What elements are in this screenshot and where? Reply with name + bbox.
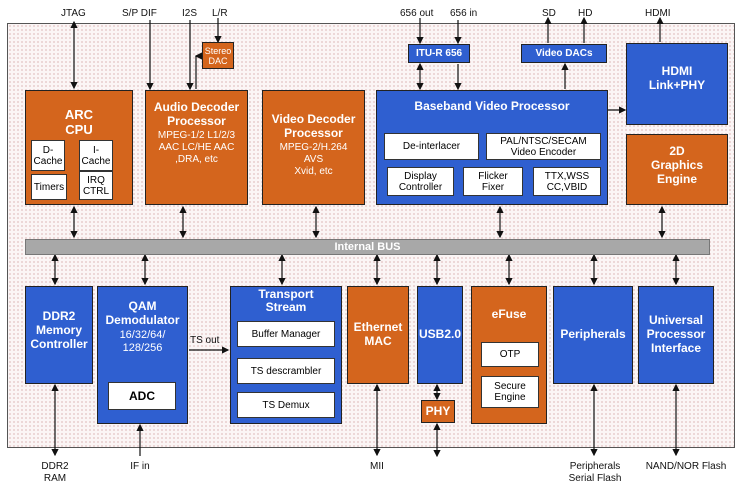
adc-block: ADC	[108, 382, 176, 410]
jtag-label: JTAG	[61, 8, 86, 19]
usb2-block: USB2.0	[417, 286, 463, 384]
lr-label: L/R	[212, 8, 228, 19]
universal-processor-interface-block: Universal Processor Interface	[638, 286, 714, 384]
hdmi-link-phy-block: HDMI Link+PHY	[626, 43, 728, 125]
peripherals-block: Peripherals	[553, 286, 633, 384]
flicker-fixer-block: Flicker Fixer	[463, 167, 523, 196]
hdmi-label: HDMI	[645, 8, 671, 19]
ts-descrambler-block: TS descrambler	[237, 358, 335, 384]
nand-nor-flash-label: NAND/NOR Flash	[645, 461, 727, 472]
transport-stream-block: Transport Stream Buffer Manager TS descr…	[230, 286, 342, 424]
video-codecs: MPEG-2/H.264 AVS Xvid, etc	[279, 142, 348, 177]
656-out-label: 656 out	[400, 8, 434, 19]
peripherals-serial-flash-label: Peripherals Serial Flash	[568, 461, 622, 484]
de-interlacer-block: De-interlacer	[384, 133, 479, 160]
stereo-dac-block: Stereo DAC	[202, 42, 234, 69]
secure-engine-block: Secure Engine	[481, 376, 539, 408]
ttx-wss-block: TTX,WSS CC,VBID	[533, 167, 601, 196]
arc-cpu-block: ARC CPU D- Cache I- Cache Timers IRQ CTR…	[25, 90, 133, 205]
transport-stream-title: Transport Stream	[258, 287, 314, 314]
2d-graphics-engine-block: 2D Graphics Engine	[626, 134, 728, 205]
baseband-video-processor-title: Baseband Video Processor	[414, 99, 570, 113]
baseband-video-processor-block: Baseband Video Processor De-interlacer P…	[376, 90, 608, 205]
arc-cpu-title: ARC CPU	[64, 107, 94, 137]
itu-r-656-block: ITU-R 656	[408, 44, 470, 63]
qam-demodulator-block: QAM Demodulator 16/32/64/ 128/256 ADC	[97, 286, 188, 424]
audio-decoder-block: Audio Decoder Processor MPEG-1/2 L1/2/3 …	[145, 90, 248, 205]
icache-block: I- Cache	[79, 140, 113, 171]
spdif-label: S/P DIF	[122, 8, 157, 19]
audio-decoder-title: Audio Decoder Processor	[153, 100, 240, 128]
buffer-manager-block: Buffer Manager	[237, 321, 335, 347]
efuse-block: eFuse OTP Secure Engine	[471, 286, 547, 424]
mii-label: MII	[370, 461, 384, 472]
otp-block: OTP	[481, 342, 539, 367]
i2s-label: I2S	[182, 8, 198, 19]
hd-label: HD	[578, 8, 593, 19]
video-encoder-block: PAL/NTSC/SECAM Video Encoder	[486, 133, 601, 160]
dcache-block: D- Cache	[31, 140, 65, 171]
audio-codecs: MPEG-1/2 L1/2/3 AAC LC/HE AAC ,DRA, etc	[157, 130, 236, 165]
656-in-label: 656 in	[450, 8, 478, 19]
ts-demux-block: TS Demux	[237, 392, 335, 418]
internal-bus: Internal BUS	[25, 239, 710, 255]
ddr2-ram-label: DDR2 RAM	[41, 461, 69, 484]
ts-out-label: TS out	[190, 335, 220, 346]
ddr2-memory-controller-block: DDR2 Memory Controller	[25, 286, 93, 384]
video-decoder-block: Video Decoder Processor MPEG-2/H.264 AVS…	[262, 90, 365, 205]
display-controller-block: Display Controller	[387, 167, 454, 196]
video-dacs-block: Video DACs	[521, 44, 607, 63]
qam-modes: 16/32/64/ 128/256	[119, 329, 166, 354]
phy-block: PHY	[421, 400, 455, 423]
ethernet-mac-block: Ethernet MAC	[347, 286, 409, 384]
if-in-label: IF in	[130, 461, 150, 472]
sd-label: SD	[542, 8, 556, 19]
qam-title: QAM Demodulator	[105, 299, 180, 327]
irq-ctrl-block: IRQ CTRL	[79, 171, 113, 200]
efuse-title: eFuse	[491, 307, 527, 321]
video-decoder-title: Video Decoder Processor	[271, 112, 356, 140]
timers-block: Timers	[31, 174, 67, 200]
